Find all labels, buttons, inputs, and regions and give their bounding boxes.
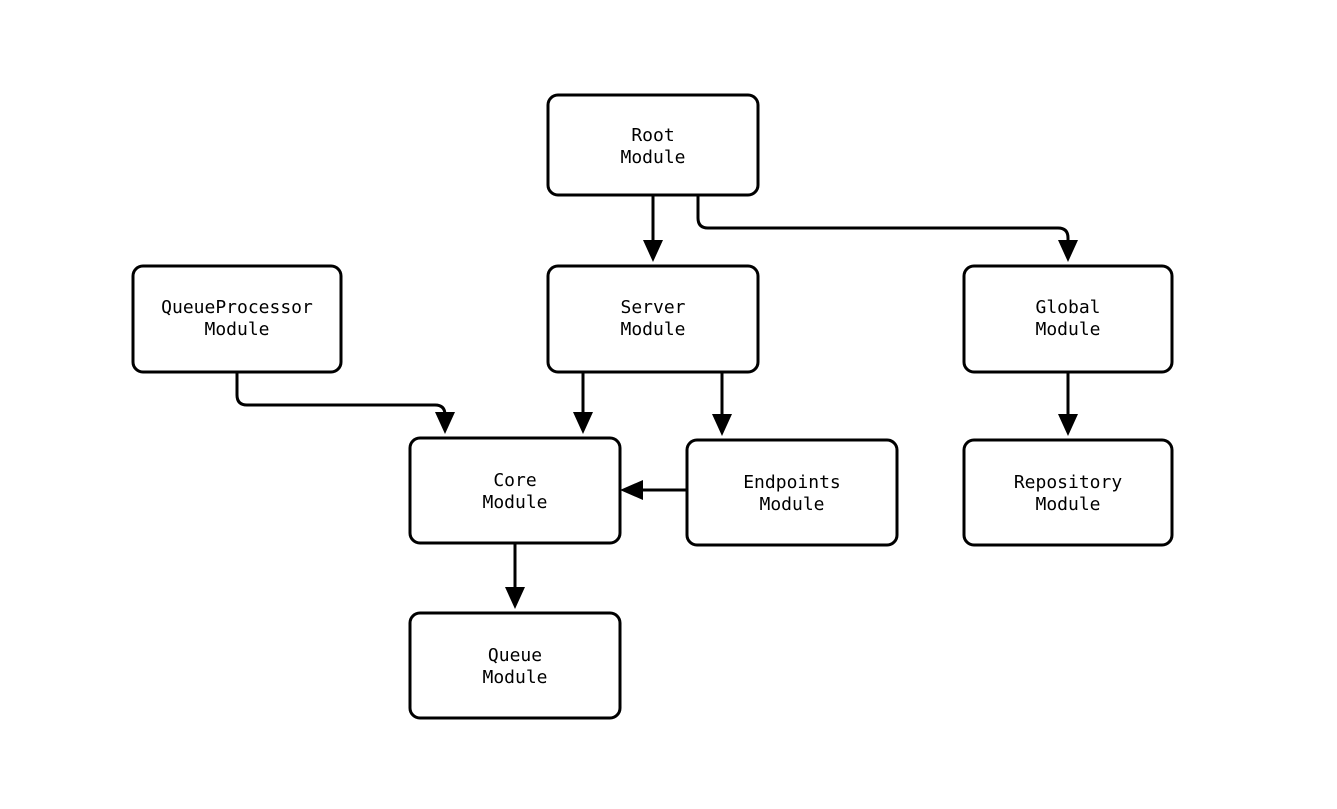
node-core-module-label-line2: Module <box>482 492 547 513</box>
node-global-module-label-line1: Global <box>1035 297 1100 318</box>
edge-core-to-queue <box>505 543 525 609</box>
edge-server-to-endpoints <box>712 372 732 436</box>
node-queue-module-label-line2: Module <box>482 667 547 688</box>
node-root-module-label-line2: Module <box>620 147 685 168</box>
node-server-module-box[interactable] <box>546 264 760 374</box>
node-server-module-label-line1: Server <box>620 297 685 318</box>
node-root-module-label-line1: Root <box>631 125 674 146</box>
edge-queueprocessor-to-core-arrowhead <box>435 412 455 434</box>
node-global-module-box[interactable] <box>962 264 1174 374</box>
node-endpoints-module-label-line2: Module <box>759 494 824 515</box>
node-endpoints-module-label-line1: Endpoints <box>743 472 841 493</box>
edge-core-to-queue-arrowhead <box>505 587 525 609</box>
edge-root-to-server-arrowhead <box>643 240 663 262</box>
node-server-module[interactable]: Server Module <box>546 264 760 374</box>
node-queue-module-box[interactable] <box>408 611 622 720</box>
edge-server-to-core <box>573 372 593 434</box>
edge-server-to-endpoints-arrowhead <box>712 414 732 436</box>
node-core-module-box[interactable] <box>408 436 622 545</box>
edge-server-to-core-arrowhead <box>573 412 593 434</box>
node-queue-module-label-line1: Queue <box>488 645 542 666</box>
node-queueprocessor-module[interactable]: QueueProcessor Module <box>131 264 343 374</box>
edge-global-to-repository <box>1058 372 1078 436</box>
edge-endpoints-to-core-arrowhead <box>620 480 643 500</box>
edge-root-to-global <box>696 195 1078 262</box>
edge-endpoints-to-core <box>620 480 687 500</box>
edge-root-to-server <box>643 195 663 262</box>
node-repository-module[interactable]: Repository Module <box>962 438 1174 547</box>
node-endpoints-module-box[interactable] <box>685 438 899 547</box>
node-queue-module[interactable]: Queue Module <box>408 611 622 720</box>
node-repository-module-label-line1: Repository <box>1014 472 1123 493</box>
node-core-module[interactable]: Core Module <box>408 436 622 545</box>
node-global-module[interactable]: Global Module <box>962 264 1174 374</box>
node-queueprocessor-module-label-line2: Module <box>204 319 269 340</box>
node-endpoints-module[interactable]: Endpoints Module <box>685 438 899 547</box>
edge-root-to-global-line <box>696 195 1070 248</box>
node-queueprocessor-module-label-line1: QueueProcessor <box>161 297 313 318</box>
node-server-module-label-line2: Module <box>620 319 685 340</box>
edge-root-to-global-arrowhead <box>1058 240 1078 262</box>
edge-queueprocessor-to-core-line <box>235 372 447 420</box>
node-global-module-label-line2: Module <box>1035 319 1100 340</box>
edge-queueprocessor-to-core <box>235 372 455 434</box>
node-root-module[interactable]: Root Module <box>546 93 760 197</box>
node-root-module-box[interactable] <box>546 93 760 197</box>
edge-global-to-repository-arrowhead <box>1058 414 1078 436</box>
node-core-module-label-line1: Core <box>493 470 536 491</box>
node-repository-module-box[interactable] <box>962 438 1174 547</box>
node-queueprocessor-module-box[interactable] <box>131 264 343 374</box>
node-repository-module-label-line2: Module <box>1035 494 1100 515</box>
